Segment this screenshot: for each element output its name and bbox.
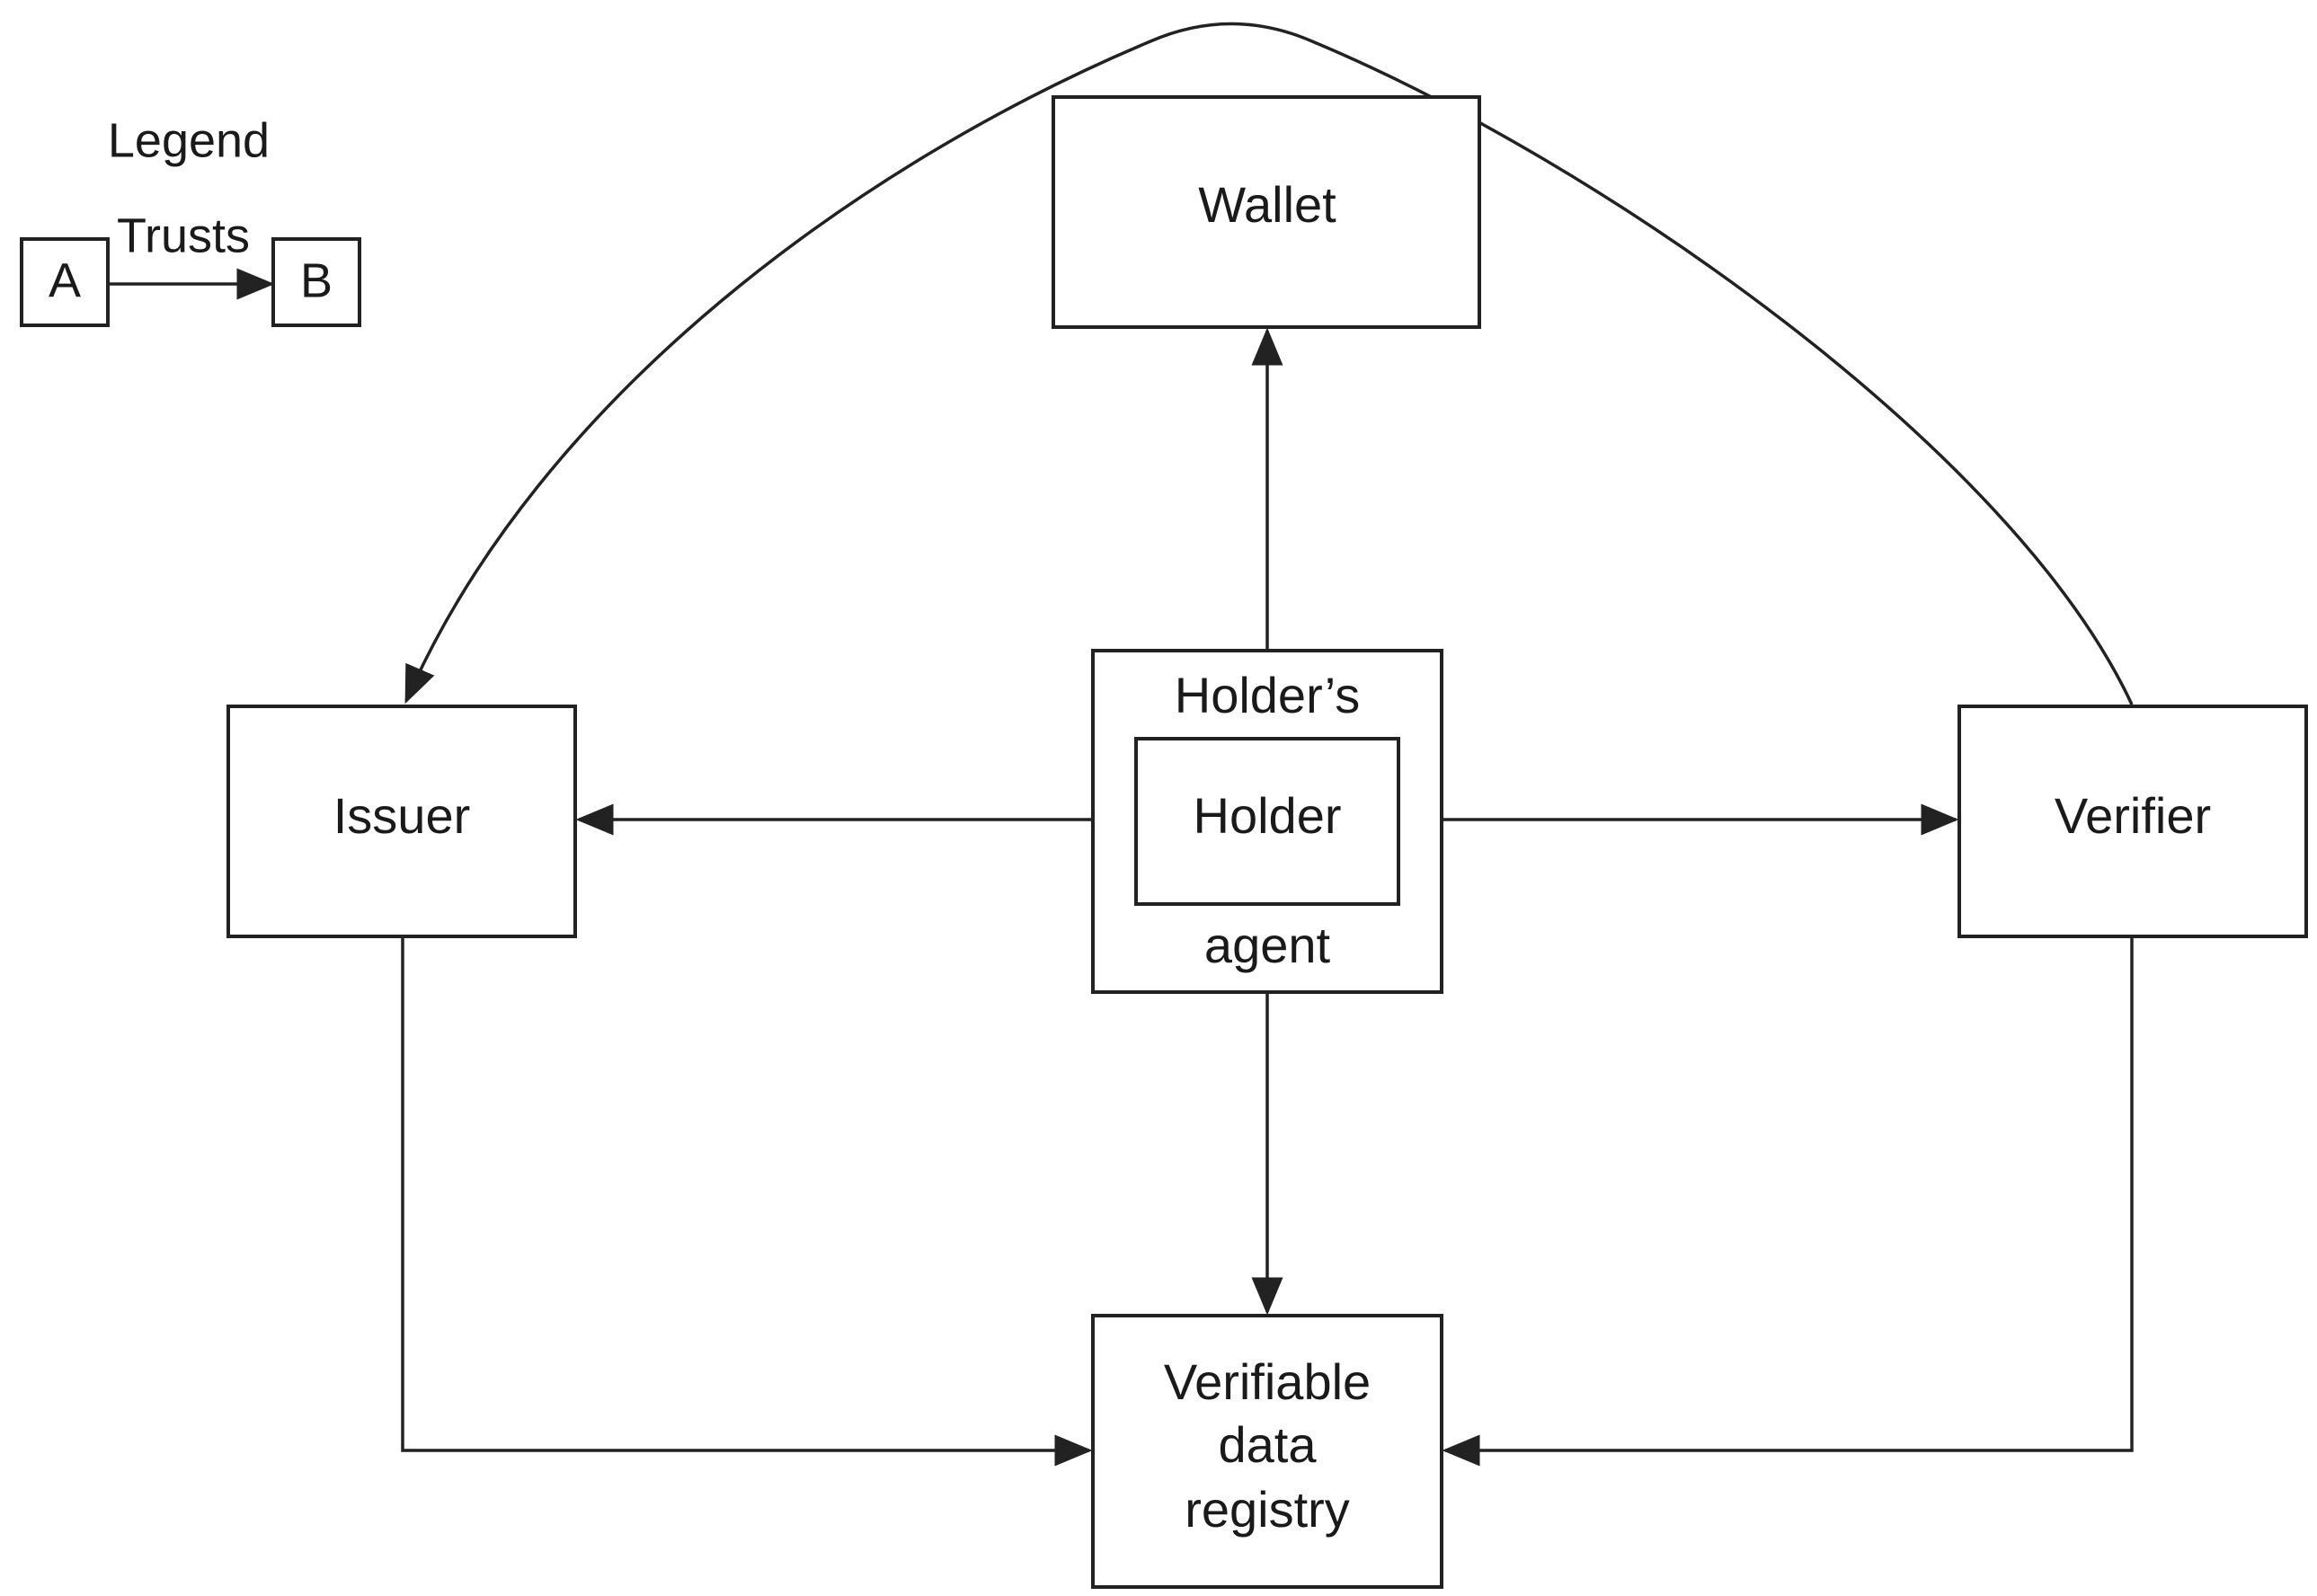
registry-label-line2: data [1219,1416,1318,1473]
legend-box-b [271,237,361,327]
legend-box-a-label: A [49,253,81,307]
wallet-box [1052,95,1481,329]
legend-title: Legend [108,113,270,167]
issuer-label: Issuer [333,787,471,844]
verifier-box [1957,705,2308,938]
edges [401,22,2134,1467]
registry-label-line3: registry [1185,1481,1350,1538]
node-wallet: Wallet [1052,95,1481,329]
edge-verifier-to-registry [1442,936,2134,1467]
edge-issuer-to-registry [401,936,1093,1467]
holder-box [1134,737,1400,906]
node-verifier: Verifier [1957,705,2308,938]
registry-label-line1: Verifiable [1164,1353,1371,1410]
registry-box [1091,1314,1443,1589]
legend-box-b-label: B [300,253,333,307]
holder-label: Holder [1194,787,1342,844]
issuer-box [226,705,577,938]
holder-agent-label-bottom: agent [1204,917,1331,973]
node-holder-agent: Holder’s Holder agent [1091,649,1443,994]
node-issuer: Issuer [226,705,577,938]
node-registry: Verifiable data registry [1091,1314,1443,1589]
verifier-label: Verifier [2055,787,2211,844]
legend-box-a [20,237,110,327]
legend-relation-label: Trusts [117,208,250,262]
edge-verifier-to-issuer [404,22,2134,705]
wallet-label: Wallet [1198,176,1336,233]
holder-agent-label-top: Holder’s [1175,667,1360,723]
legend: Legend A B Trusts [20,113,361,327]
